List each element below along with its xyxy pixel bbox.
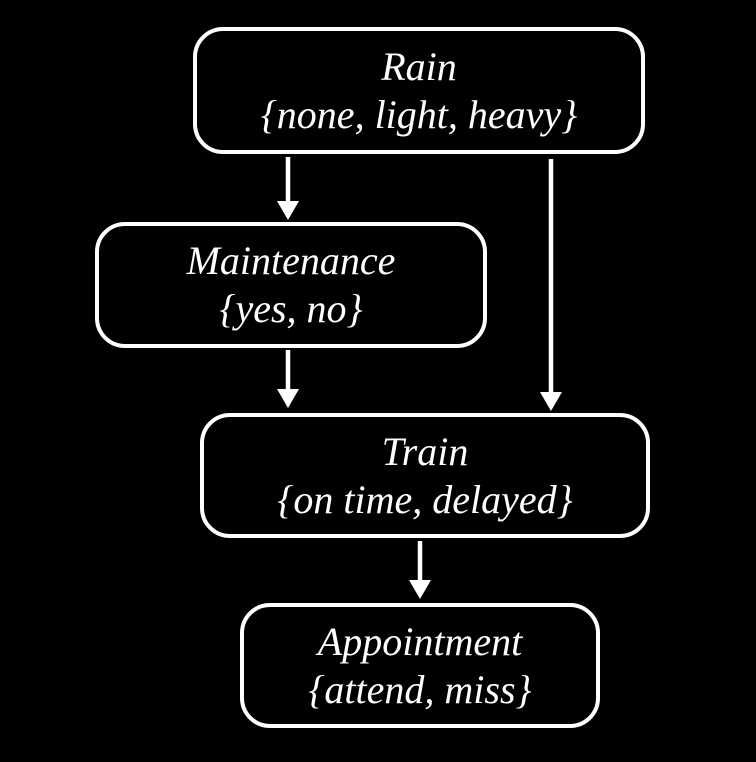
node-maintenance-label: Maintenance <box>186 238 396 283</box>
edge-rain-to-train-arrowhead <box>540 392 562 411</box>
node-maintenance-values: {yes, no} <box>219 286 363 331</box>
node-train-label: Train <box>381 428 469 474</box>
node-appointment-label: Appointment <box>317 618 523 664</box>
node-rain-values: {none, light, heavy} <box>260 91 578 137</box>
node-rain: Rain {none, light, heavy} <box>193 27 645 154</box>
node-rain-label: Rain <box>381 43 457 89</box>
edge-maintenance-to-train <box>277 350 299 408</box>
node-appointment-values: {attend, miss} <box>308 666 532 712</box>
edge-train-to-appointment <box>409 541 431 599</box>
edge-rain-to-train <box>540 159 562 411</box>
node-appointment: Appointment {attend, miss} <box>240 603 600 728</box>
node-train-values: {on time, delayed} <box>277 476 573 522</box>
edge-train-to-appointment-arrowhead <box>409 580 431 599</box>
edge-maintenance-to-train-arrowhead <box>277 389 299 408</box>
node-maintenance: Maintenance {yes, no} <box>95 222 487 348</box>
node-train: Train {on time, delayed} <box>200 413 650 538</box>
edge-rain-to-maintenance <box>277 157 299 220</box>
edge-rain-to-maintenance-arrowhead <box>277 201 299 220</box>
